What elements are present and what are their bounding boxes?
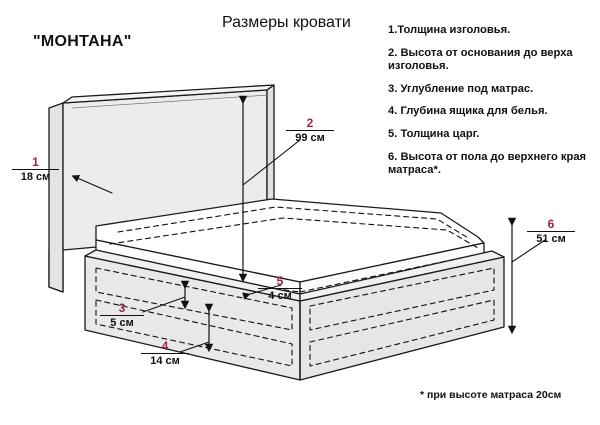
- callout-4-value: 14 см: [150, 355, 180, 367]
- headboard-leg: [48, 249, 64, 293]
- callout-5-value: 4 см: [268, 290, 292, 302]
- leader-5: [242, 284, 282, 300]
- callout-6-value: 51 см: [536, 233, 566, 245]
- callout-4: 4 14 см: [141, 339, 189, 367]
- callout-3-value: 5 см: [110, 317, 134, 329]
- legend-item-3: 3. Углубление под матрас.: [388, 82, 534, 95]
- leader-3: [142, 296, 186, 313]
- callout-3: 3 5 см: [100, 301, 144, 329]
- base-rim-right: [299, 250, 505, 302]
- page-title: Размеры кровати: [222, 14, 351, 31]
- drawer-outline-right-upper: [309, 267, 495, 331]
- legend-item-2: 2. Высота от основания до верха изголовь…: [388, 46, 573, 73]
- legend-item-4: 4. Глубина ящика для белья.: [388, 105, 548, 118]
- legend-item-5: 5. Толщина царг.: [388, 127, 480, 140]
- callout-6-index: 6: [547, 217, 555, 231]
- callout-1: 1 18 см: [12, 155, 59, 183]
- callout-1-value: 18 см: [20, 171, 51, 183]
- leader-2: [242, 139, 301, 186]
- callout-1-rule: [12, 169, 59, 170]
- callout-3-index: 3: [118, 301, 126, 315]
- callout-1-index: 1: [32, 155, 39, 169]
- headboard-seam: [71, 94, 269, 109]
- callout-2: 2 99 см: [286, 116, 334, 144]
- callout-2-value: 99 см: [295, 132, 325, 144]
- footnote: * при высоте матраса 20см: [420, 389, 562, 401]
- leader-1: [71, 174, 113, 194]
- callout-5-index: 5: [276, 274, 284, 288]
- callout-2-index: 2: [306, 116, 314, 130]
- leader-6: [511, 239, 546, 263]
- callout-6-rule: [527, 231, 575, 232]
- legend-item-6: 6. Высота от пола до верхнего края матра…: [388, 150, 587, 177]
- callout-2-rule: [286, 130, 334, 131]
- legend-list: 1.Толщина изголовья. 2. Высота от основа…: [388, 24, 593, 187]
- leader-4: [179, 341, 210, 353]
- drawer-outline-right-lower: [309, 299, 495, 367]
- legend-item-1: 1.Толщина изголовья.: [388, 24, 511, 36]
- model-name: "МОНТАНА": [33, 33, 132, 50]
- callout-5: 5 4 см: [258, 274, 302, 302]
- callout-4-rule: [141, 353, 189, 354]
- callout-3-rule: [100, 315, 144, 316]
- callout-5-rule: [258, 288, 302, 289]
- callout-4-index: 4: [161, 339, 169, 353]
- mattress-quilt-line-2: [109, 217, 479, 249]
- callout-6: 6 51 см: [527, 217, 575, 245]
